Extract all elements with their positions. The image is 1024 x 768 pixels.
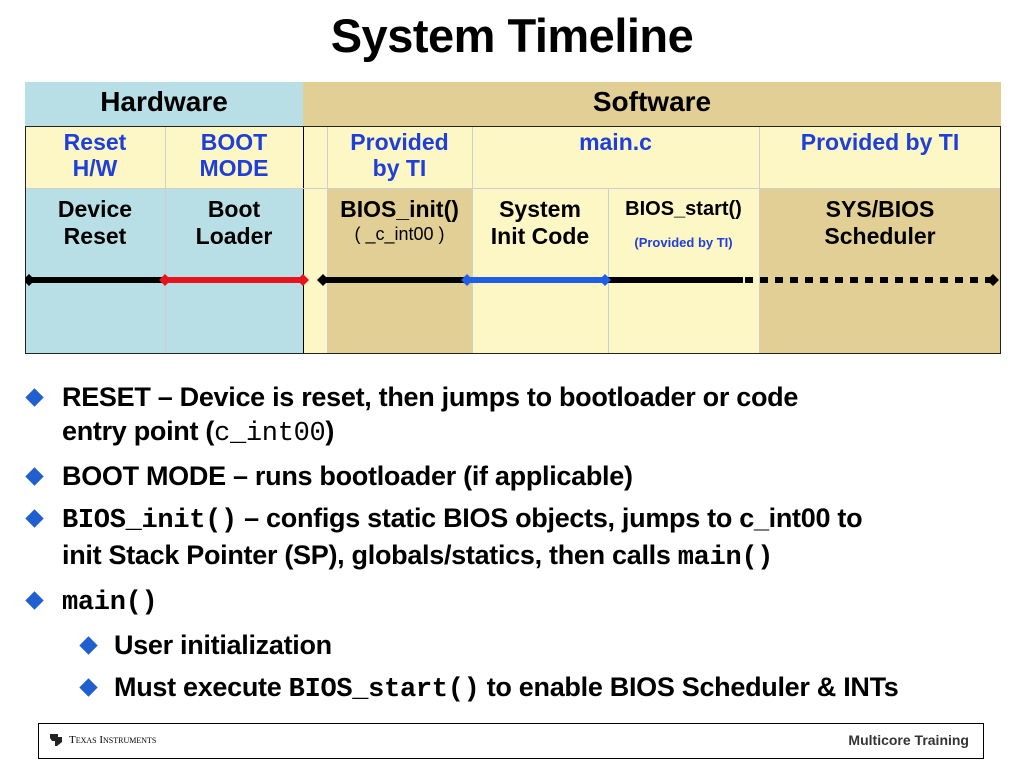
hw-sw-divider — [303, 126, 304, 354]
bullet-bios-start-prefix: Must execute — [114, 672, 289, 702]
band-main-c: main.c — [472, 126, 759, 188]
grid-line — [759, 126, 760, 354]
timeline-arrows — [25, 274, 999, 286]
hardware-header: Hardware — [25, 82, 303, 126]
bullet-boot-mode: BOOT MODE – runs bootloader (if applicab… — [25, 459, 1016, 493]
bullet-reset-line2: entry point ( — [62, 416, 215, 446]
boot-loader-line2: Loader — [195, 223, 273, 249]
bios-init-label: BIOS_init() — [340, 196, 459, 222]
system-init-line2: Init Code — [490, 223, 590, 249]
marker-diamond — [461, 274, 473, 286]
bios-start-sublabel: (Provided by TI) — [634, 235, 733, 250]
band-boot-line1: BOOT — [200, 129, 268, 155]
bullet-bios-init-line1: – configs static BIOS objects, jumps to … — [236, 503, 863, 533]
bullet-list: RESET – Device is reset, then jumps to b… — [25, 380, 1016, 715]
timeline-table: Hardware Software Reset H/W BOOT MODE Pr… — [25, 82, 1001, 354]
band-reset-line1: Reset — [63, 129, 127, 155]
ti-logo-icon — [50, 734, 62, 746]
marker-diamond — [599, 274, 611, 286]
grid-line — [472, 126, 473, 354]
grid-line — [165, 126, 166, 354]
band-gap — [303, 126, 327, 188]
bios-init-sublabel: ( _c_int00 ) — [354, 224, 445, 244]
col-device-reset: Device Reset — [25, 188, 165, 354]
footer-bar: Texas Instruments Multicore Training — [38, 723, 984, 759]
ti-logo: Texas Instruments — [49, 733, 156, 747]
band-provided-line2: by TI — [372, 155, 427, 181]
col-bios-init: BIOS_init() ( _c_int00 ) — [327, 188, 472, 354]
col-bios-start: BIOS_start() (Provided by TI) — [608, 188, 759, 354]
grid-line-horizontal — [25, 188, 1001, 189]
bullet-bios-init-line2: init Stack Pointer (SP), globals/statics… — [62, 540, 678, 570]
bullet-boot-mode-text: BOOT MODE – runs bootloader (if applicab… — [62, 461, 633, 491]
diamond-bullet-icon — [25, 591, 44, 610]
bullet-user-init-text: User initialization — [114, 630, 332, 660]
grid-line — [608, 188, 609, 354]
device-reset-line2: Reset — [63, 223, 127, 249]
col-gap — [303, 188, 327, 354]
bullet-bios-start-suffix: to enable BIOS Scheduler & INTs — [479, 672, 899, 702]
diamond-bullet-icon — [25, 388, 44, 407]
bullet-reset-line1: RESET – Device is reset, then jumps to b… — [62, 382, 799, 412]
bullet-bios-start: Must execute BIOS_start() to enable BIOS… — [26, 670, 1016, 707]
band-boot-mode: BOOT MODE — [165, 126, 303, 188]
slide-title: System Timeline — [330, 9, 694, 62]
bullet-bios-start-code: BIOS_start() — [288, 675, 480, 705]
band-boot-line2: MODE — [199, 155, 269, 181]
diamond-bullet-icon — [79, 636, 98, 655]
bullet-bios-init: BIOS_init() – configs static BIOS object… — [25, 501, 1016, 575]
col-sysbios-scheduler: SYS/BIOS Scheduler — [759, 188, 1001, 354]
bullet-main: main() — [25, 583, 1016, 620]
band-provided-ti-1: Provided by TI — [327, 126, 472, 188]
diamond-bullet-icon — [25, 467, 44, 486]
band-reset-line2: H/W — [72, 155, 118, 181]
marker-diamond — [987, 274, 999, 286]
device-reset-line1: Device — [57, 196, 133, 222]
band-provided-line1: Provided — [350, 129, 449, 155]
marker-diamond — [25, 274, 35, 286]
diamond-bullet-icon — [79, 678, 98, 697]
ti-logo-text: Texas Instruments — [69, 734, 157, 746]
sysbios-line2: Scheduler — [824, 223, 936, 249]
band-provided-ti-2: Provided by TI — [759, 126, 1001, 188]
bullet-reset: RESET – Device is reset, then jumps to b… — [25, 380, 1016, 451]
marker-diamond — [297, 274, 309, 286]
bullet-main-code: main() — [62, 588, 158, 618]
diamond-bullet-icon — [25, 509, 44, 528]
boot-loader-line1: Boot — [207, 196, 261, 222]
bullet-bios-init-code: BIOS_init() — [62, 506, 237, 536]
footer-right-text: Multicore Training — [848, 732, 969, 748]
col-boot-loader: Boot Loader — [165, 188, 303, 354]
grid-line — [327, 126, 328, 354]
software-header: Software — [303, 82, 1001, 126]
marker-diamond — [159, 274, 171, 286]
bullet-bios-init-main: main() — [677, 543, 774, 573]
band-reset-hw: Reset H/W — [25, 126, 165, 188]
sysbios-line1: SYS/BIOS — [825, 196, 935, 222]
marker-diamond — [317, 274, 329, 286]
bios-start-label: BIOS_start() — [625, 198, 742, 220]
bullet-reset-code: c_int00 — [214, 419, 326, 449]
col-system-init: System Init Code — [472, 188, 608, 354]
bullet-reset-close: ) — [325, 416, 335, 446]
bullet-user-init: User initialization — [26, 628, 1016, 662]
system-init-line1: System — [499, 196, 581, 222]
